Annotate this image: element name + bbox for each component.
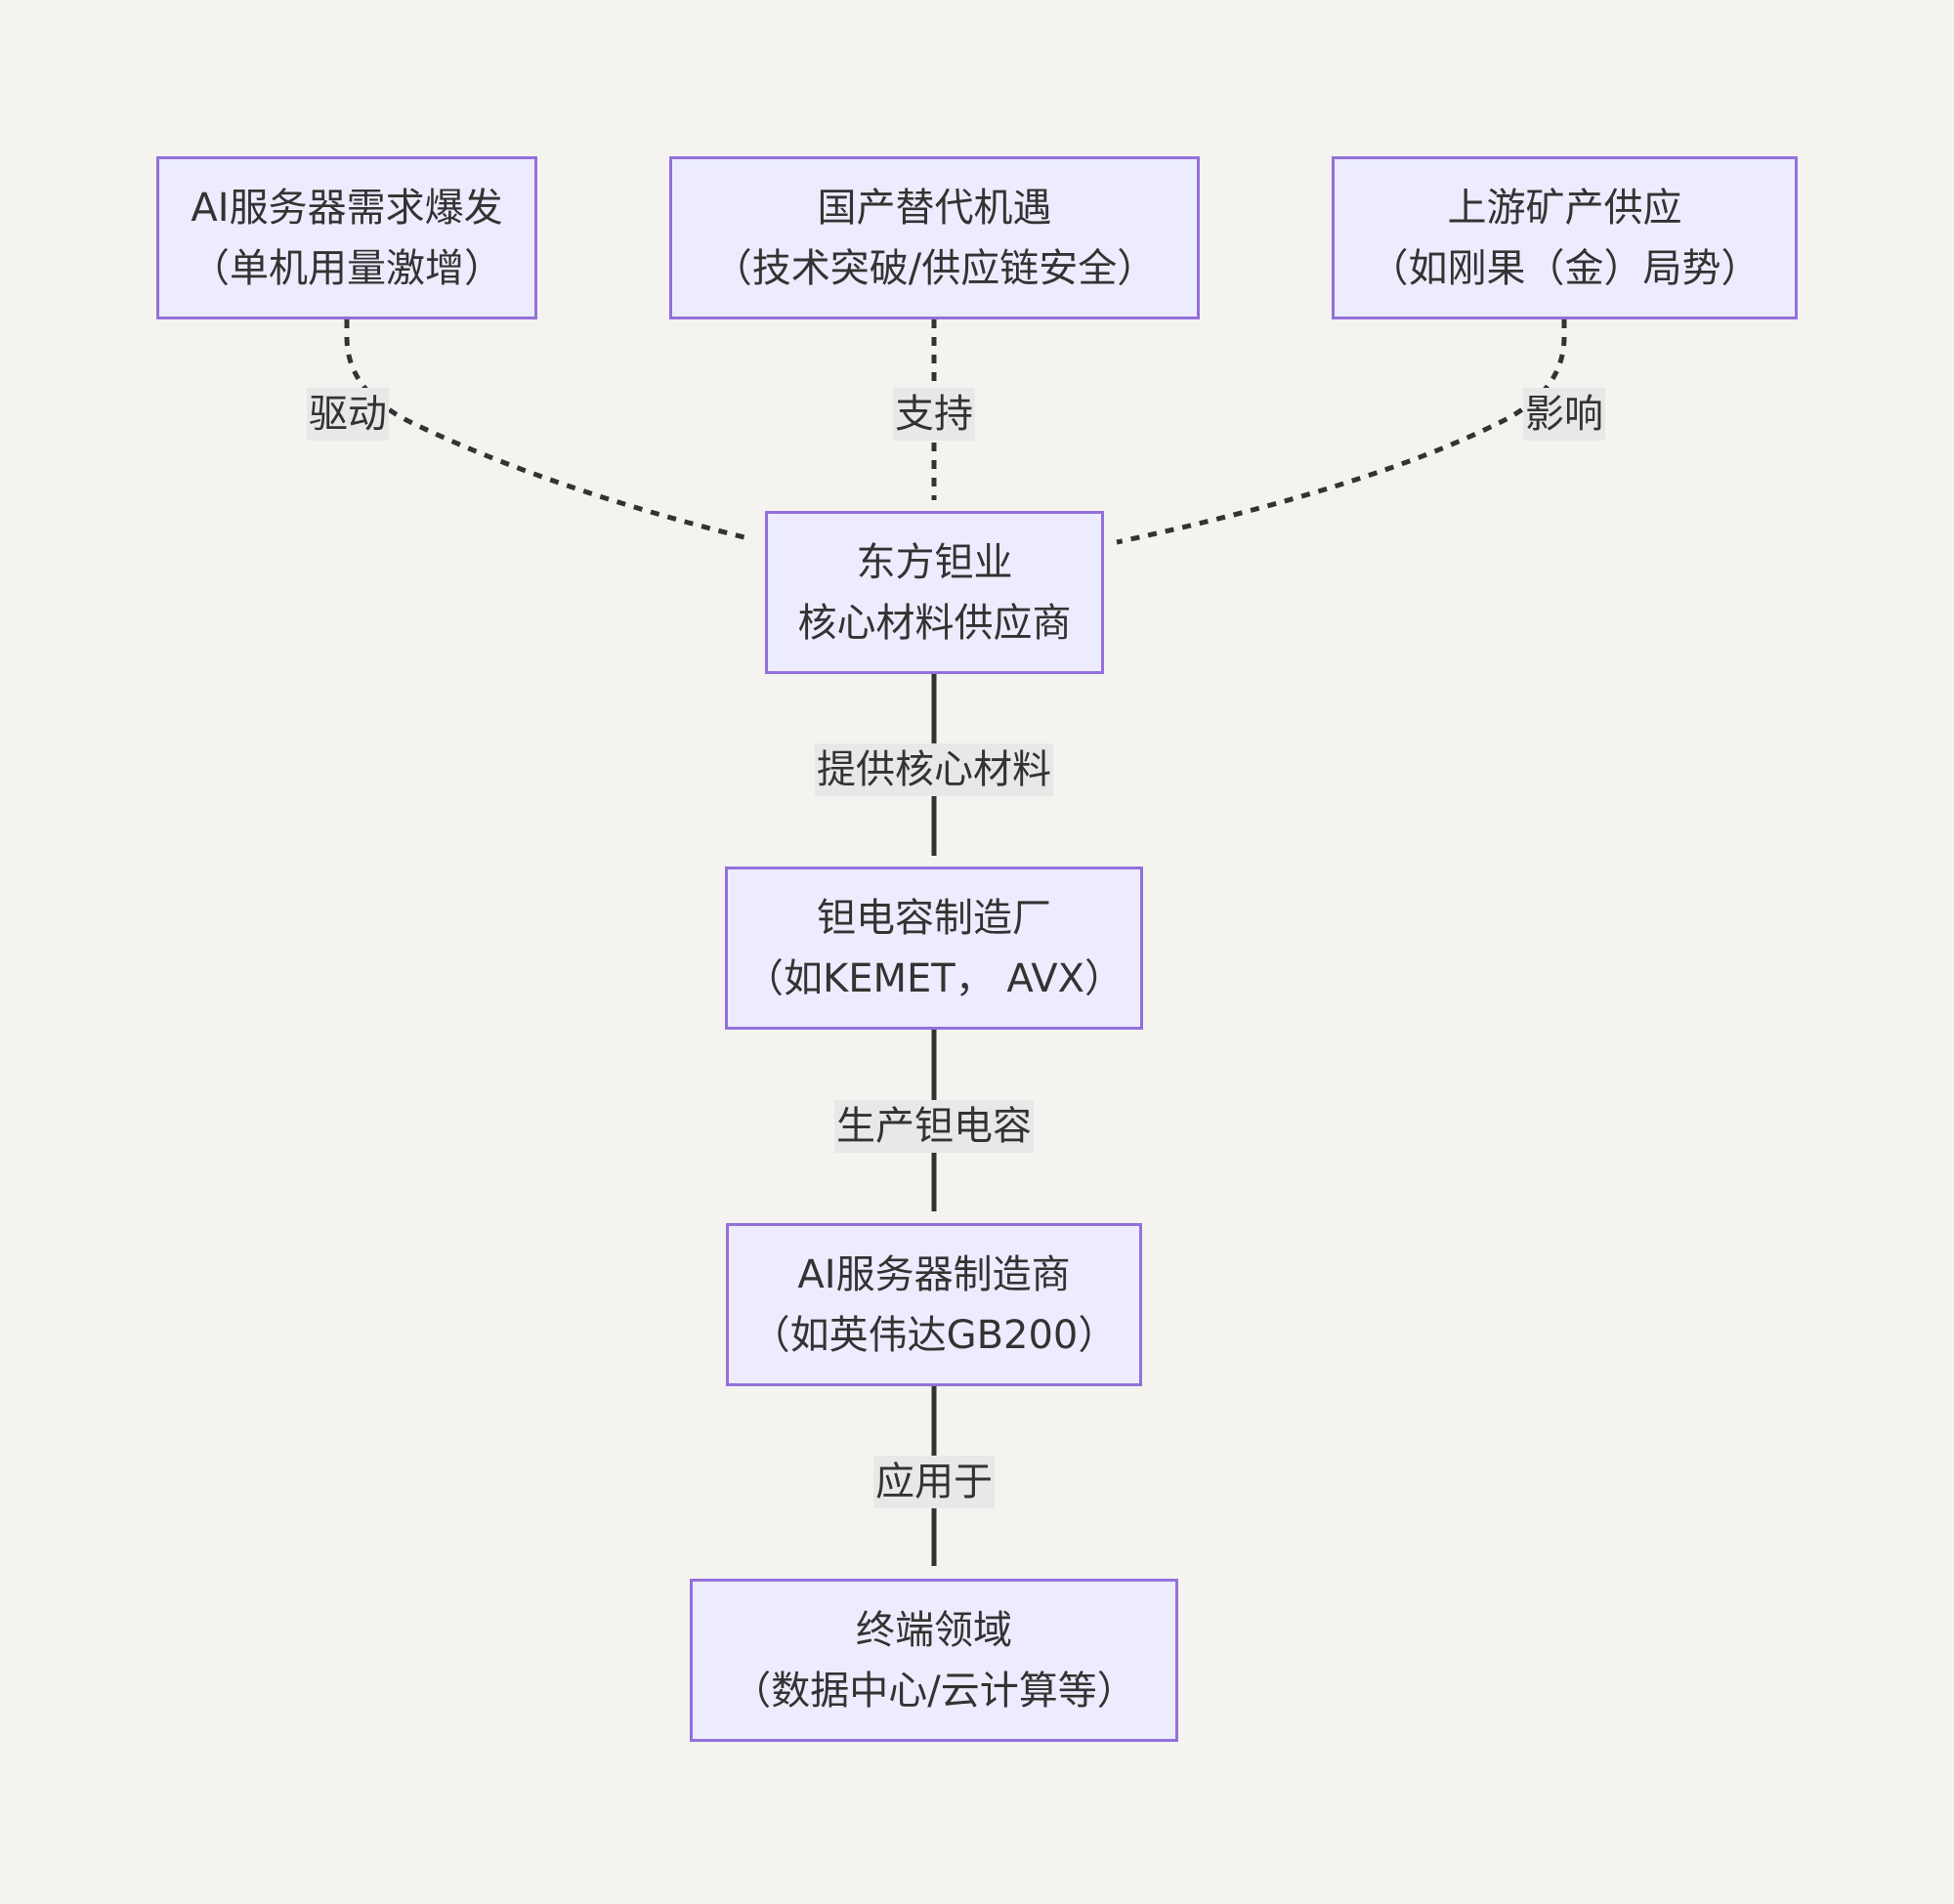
node-domestic-title: 国产替代机遇 bbox=[817, 185, 1052, 231]
node-dongfang-subtitle: 核心材料供应商 bbox=[797, 600, 1072, 646]
node-end-use[interactable]: 终端领域 （数据中心/云计算等） bbox=[690, 1579, 1178, 1742]
node-upstream-supply[interactable]: 上游矿产供应 （如刚果（金）局势） bbox=[1332, 156, 1798, 319]
node-dongfang-title: 东方钽业 bbox=[856, 539, 1013, 585]
node-server-maker-title: AI服务器制造商 bbox=[797, 1251, 1071, 1297]
node-server-maker-subtitle: （如英伟达GB200） bbox=[750, 1312, 1118, 1358]
edge-label-support: 支持 bbox=[893, 388, 975, 441]
node-ai-demand-title: AI服务器需求爆发 bbox=[191, 185, 503, 231]
node-server-maker[interactable]: AI服务器制造商 （如英伟达GB200） bbox=[726, 1223, 1142, 1386]
edge-influence bbox=[1116, 319, 1567, 545]
edge-label-produce: 生产钽电容 bbox=[834, 1100, 1034, 1153]
node-capacitor-maker-title: 钽电容制造厂 bbox=[817, 895, 1051, 941]
node-end-use-subtitle: （数据中心/云计算等） bbox=[732, 1668, 1136, 1714]
node-domestic-substitution[interactable]: 国产替代机遇 （技术突破/供应链安全） bbox=[669, 156, 1200, 319]
node-capacitor-maker-subtitle: （如KEMET， AVX） bbox=[743, 955, 1124, 1001]
edge-label-apply: 应用于 bbox=[873, 1456, 995, 1508]
edge-label-drive: 驱动 bbox=[307, 388, 389, 441]
edge-drive bbox=[344, 319, 753, 542]
node-capacitor-maker[interactable]: 钽电容制造厂 （如KEMET， AVX） bbox=[725, 867, 1143, 1030]
node-ai-demand-subtitle: （单机用量激增） bbox=[191, 245, 503, 291]
node-domestic-subtitle: （技术突破/供应链安全） bbox=[712, 245, 1157, 291]
node-ai-demand[interactable]: AI服务器需求爆发 （单机用量激增） bbox=[156, 156, 537, 319]
node-upstream-subtitle: （如刚果（金）局势） bbox=[1369, 245, 1761, 291]
node-dongfang-tantalum[interactable]: 东方钽业 核心材料供应商 bbox=[765, 511, 1104, 674]
edge-label-influence: 影响 bbox=[1523, 388, 1605, 441]
edge-label-supply: 提供核心材料 bbox=[815, 743, 1053, 796]
node-upstream-title: 上游矿产供应 bbox=[1447, 185, 1682, 231]
node-end-use-title: 终端领域 bbox=[856, 1607, 1012, 1653]
